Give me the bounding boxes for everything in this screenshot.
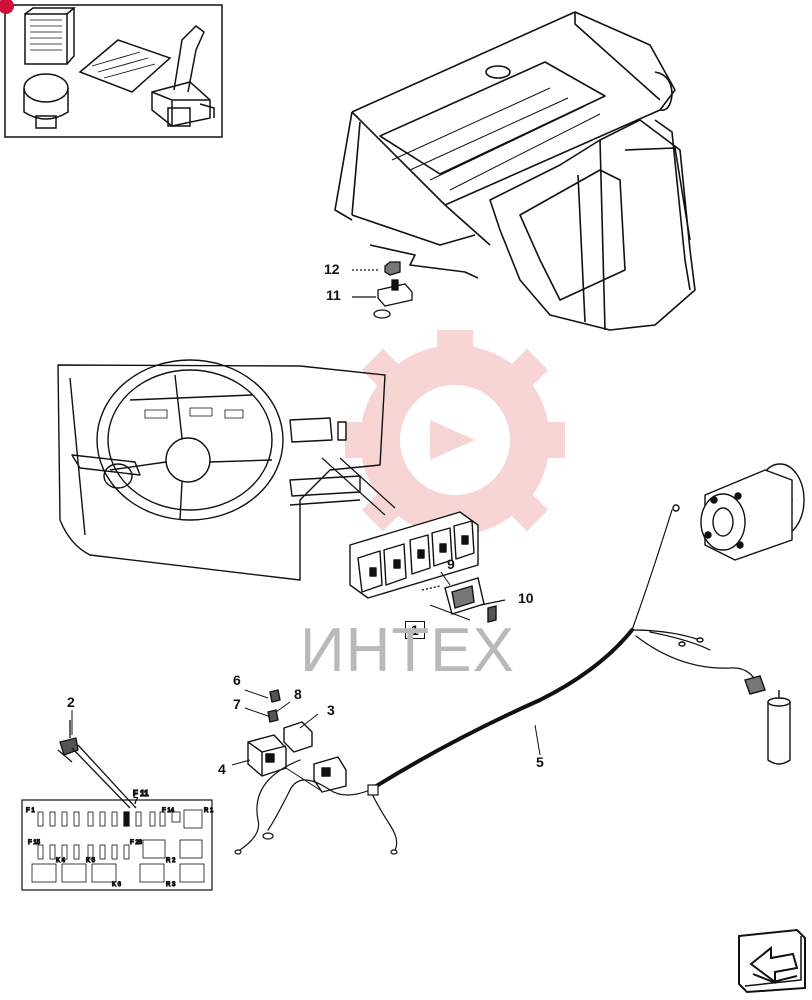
callout-9: 9 [447, 556, 455, 572]
callout-leaders [71, 571, 541, 766]
relay-label-k6: K 6 [112, 882, 122, 888]
marker-dot [0, 0, 14, 14]
callout-3: 3 [327, 702, 335, 718]
relay-label-r2: R 2 [166, 858, 176, 864]
next-page-button[interactable] [737, 928, 807, 994]
ac-compressor [672, 463, 805, 561]
fuse-board: F 1 F 14 R 1 F 15 F 28 K 4 K 5 K 6 R 2 R… [21, 788, 215, 891]
callout-11: 11 [326, 287, 341, 303]
part-9-switch [421, 577, 497, 623]
dashboard [57, 359, 386, 581]
callout-7: 7 [233, 696, 241, 712]
cab-canopy [334, 11, 696, 331]
callout-8: 8 [294, 686, 302, 702]
part-11-12 [352, 261, 413, 319]
fuse-label-f1: F 1 [26, 808, 35, 814]
fuse-label-f15: F 15 [28, 840, 41, 846]
callout-12: 12 [324, 261, 340, 277]
fuse-label-f28: F 28 [130, 840, 143, 846]
watermark-gear [345, 330, 565, 550]
drier-and-switch [678, 637, 791, 765]
relays [247, 689, 347, 793]
callout-6: 6 [233, 672, 241, 688]
relay-label-k5: K 5 [86, 858, 96, 864]
arrow-next-icon [738, 928, 806, 994]
wiring-harness [234, 509, 761, 855]
fuse-label-r1: R 1 [204, 808, 214, 814]
callout-10: 10 [518, 590, 534, 606]
callout-5: 5 [536, 754, 544, 770]
callout-2: 2 [67, 694, 75, 710]
part-2-fuse [57, 720, 137, 809]
inset-box [4, 4, 223, 138]
callout-4: 4 [218, 761, 226, 777]
relay-label-r3: R 3 [166, 882, 176, 888]
relay-label-k4: K 4 [56, 858, 66, 864]
switch-bank [349, 511, 479, 599]
callout-7-fuse: 7 [133, 796, 139, 807]
callout-1: 1 [405, 621, 425, 639]
fuse-label-f14: F 14 [162, 808, 175, 814]
watermark-text: ИНТЕХ [300, 616, 515, 685]
fuse-label-f11: F 11 [133, 789, 149, 798]
